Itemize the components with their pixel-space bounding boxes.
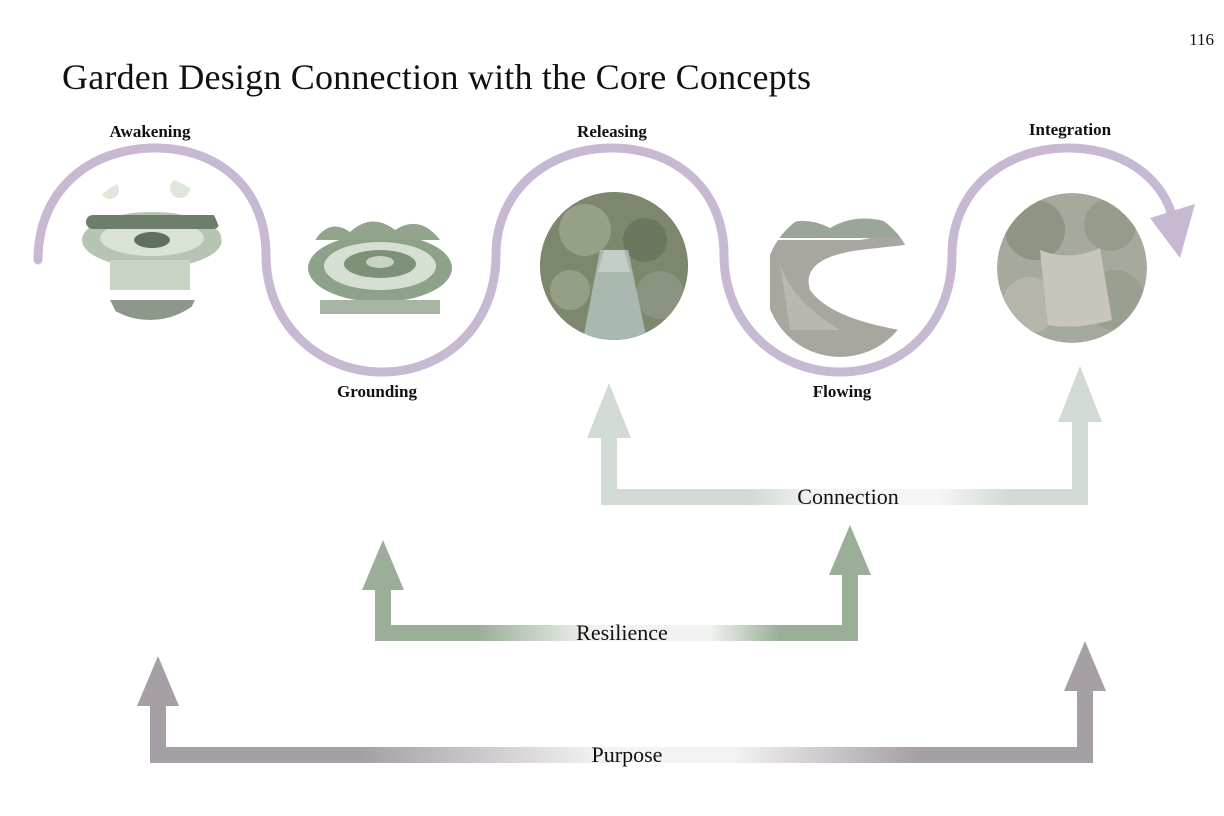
resilience-arrowhead-right (829, 525, 871, 575)
connection-label: Connection (797, 484, 899, 509)
purpose-arrowhead-left (137, 656, 179, 706)
resilience-arrowhead-left (362, 540, 404, 590)
curving-boardwalk-image (765, 207, 915, 357)
garden-path-landscape-image (997, 193, 1147, 343)
connection-arrowhead-right (1058, 366, 1102, 422)
resilience-arrow (362, 525, 871, 641)
stage-label-flowing: Flowing (812, 382, 872, 401)
stage-label-grounding: Grounding (336, 382, 417, 401)
wave-arrowhead (1150, 204, 1195, 258)
connection-arrowhead-left (587, 383, 631, 438)
page-title: Garden Design Connection with the Core C… (62, 57, 812, 97)
wave-path (33, 143, 1177, 377)
stage-label-integration: Integration (1028, 120, 1112, 139)
wooded-pathway-image (540, 192, 688, 340)
purpose-arrowhead-right (1064, 641, 1106, 691)
stage-label-releasing: Releasing (577, 122, 647, 141)
wave-arc-integration (947, 143, 1177, 260)
wave-arc-grounding (261, 250, 501, 377)
resilience-label: Resilience (576, 620, 668, 645)
garden-seating-circle-image (78, 176, 222, 320)
purpose-label: Purpose (591, 742, 663, 767)
wave-arc-awakening (33, 143, 271, 265)
connection-arrow (587, 366, 1102, 505)
wave-arc-releasing (491, 143, 729, 260)
circular-garden-bed-image (305, 203, 455, 353)
wave-arc-flowing (719, 250, 957, 377)
page-number: 116 (1189, 30, 1214, 49)
stage-label-awakening: Awakening (109, 122, 191, 141)
purpose-arrow (137, 641, 1106, 763)
